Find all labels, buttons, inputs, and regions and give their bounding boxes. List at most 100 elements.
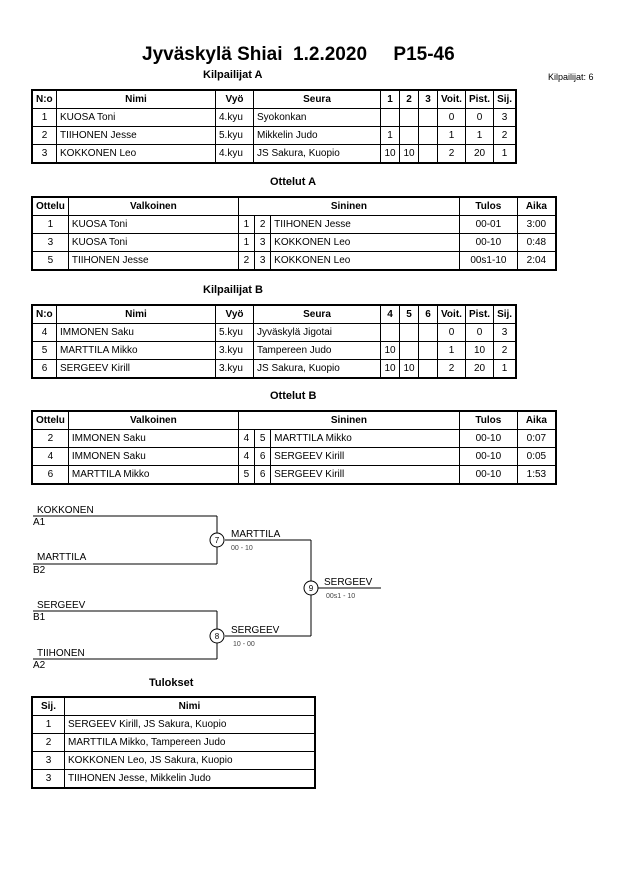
cell: 00s1-10 xyxy=(458,251,518,271)
match-9-score: 00s1 - 10 xyxy=(326,593,355,600)
table-header-row: N:o Nimi Vyö Seura 4 5 6 Voit. Pist. Sij… xyxy=(31,304,517,324)
cell: 10 xyxy=(399,144,419,164)
column-header: Aika xyxy=(516,196,557,216)
cell xyxy=(399,341,419,360)
cell: SERGEEV Kirill xyxy=(56,359,216,379)
column-header: Seura xyxy=(253,89,381,109)
column-header: Seura xyxy=(253,304,381,324)
table-row: 3 KUOSA Toni 1 3 KOKKONEN Leo 00-10 0:48 xyxy=(31,233,557,252)
cell: 20 xyxy=(464,359,495,379)
bracket-seed-3-name: SERGEEV xyxy=(37,600,86,611)
bracket-seed-3-tag: B1 xyxy=(33,612,46,623)
cell: KUOSA Toni xyxy=(67,215,239,234)
cell: 1:53 xyxy=(516,465,557,485)
cell: KUOSA Toni xyxy=(56,108,216,127)
cell: 3.kyu xyxy=(215,341,254,360)
table-row: 2 MARTTILA Mikko, Tampereen Judo xyxy=(31,733,316,752)
cell: MARTTILA Mikko, Tampereen Judo xyxy=(64,733,316,752)
cell: SERGEEV Kirill, JS Sakura, Kuopio xyxy=(64,715,316,734)
cell: Tampereen Judo xyxy=(253,341,381,360)
table-row: 3 KOKKONEN Leo 4.kyu JS Sakura, Kuopio 1… xyxy=(31,144,517,164)
cell: 6 xyxy=(254,465,272,485)
cell xyxy=(418,323,438,342)
bracket-diagram: KOKKONEN A1 MARTTILA B2 SERGEEV B1 TIIHO… xyxy=(33,505,381,671)
cell xyxy=(418,359,438,379)
cell: 3.kyu xyxy=(215,359,254,379)
match-9-winner: SERGEEV xyxy=(324,577,373,588)
cell: TIIHONEN Jesse xyxy=(56,126,216,145)
cell: 0 xyxy=(464,323,495,342)
matches-b-title: Ottelut B xyxy=(270,390,317,402)
cell: IMMONEN Saku xyxy=(56,323,216,342)
cell xyxy=(418,144,438,164)
column-header: 3 xyxy=(418,89,438,109)
cell: 3 xyxy=(493,108,517,127)
cell: 10 xyxy=(399,359,419,379)
cell: 4 xyxy=(31,323,57,342)
cell: KUOSA Toni xyxy=(67,233,239,252)
cell: 3 xyxy=(31,769,65,789)
cell: 3 xyxy=(31,751,65,770)
match-8-number: 8 xyxy=(215,632,220,641)
column-header: Tulos xyxy=(458,196,518,216)
cell: 2 xyxy=(237,251,256,271)
column-header: Nimi xyxy=(56,89,216,109)
cell: 00-10 xyxy=(458,429,518,448)
table-row: 3 KOKKONEN Leo, JS Sakura, Kuopio xyxy=(31,751,316,770)
column-header: 6 xyxy=(418,304,438,324)
table-header-row: Ottelu Valkoinen Sininen Tulos Aika xyxy=(31,196,557,216)
cell: 2 xyxy=(437,359,466,379)
cell: 3:00 xyxy=(516,215,557,234)
results-title: Tulokset xyxy=(149,677,194,689)
column-header: 1 xyxy=(380,89,400,109)
cell: 1 xyxy=(31,108,57,127)
cell: 3 xyxy=(254,233,272,252)
match-8-score: 10 - 00 xyxy=(233,641,255,648)
column-header: Sij. xyxy=(493,304,517,324)
cell: TIIHONEN Jesse xyxy=(67,251,239,271)
cell: SERGEEV Kirill xyxy=(270,447,460,466)
cell: 0 xyxy=(464,108,495,127)
results-table: Sij. Nimi 1 SERGEEV Kirill, JS Sakura, K… xyxy=(31,696,316,789)
cell: Mikkelin Judo xyxy=(253,126,381,145)
bracket-seed-4-name: TIIHONEN xyxy=(37,648,85,659)
cell: KOKKONEN Leo, JS Sakura, Kuopio xyxy=(64,751,316,770)
cell xyxy=(399,108,419,127)
column-header: Voit. xyxy=(437,304,466,324)
cell: 1 xyxy=(237,233,256,252)
cell: 2 xyxy=(493,126,517,145)
cell: 3 xyxy=(31,144,57,164)
table-row: 6 MARTTILA Mikko 5 6 SERGEEV Kirill 00-1… xyxy=(31,465,557,485)
cell: 2 xyxy=(254,215,272,234)
match-9-number: 9 xyxy=(309,584,314,593)
match-8-winner: SERGEEV xyxy=(231,625,280,636)
cell: TIIHONEN Jesse xyxy=(270,215,460,234)
match-7-score: 00 - 10 xyxy=(231,545,253,552)
cell: KOKKONEN Leo xyxy=(270,251,460,271)
cell: 1 xyxy=(493,144,517,164)
bracket-seed-1-tag: A1 xyxy=(33,517,46,528)
cell: JS Sakura, Kuopio xyxy=(253,359,381,379)
page-title: Jyväskylä Shiai 1.2.2020 P15-46 xyxy=(142,44,455,65)
column-header: N:o xyxy=(31,304,57,324)
table-row: 5 MARTTILA Mikko 3.kyu Tampereen Judo 10… xyxy=(31,341,517,360)
matches-a-table: Ottelu Valkoinen Sininen Tulos Aika 1 KU… xyxy=(31,196,557,271)
cell: 6 xyxy=(31,359,57,379)
column-header: Aika xyxy=(516,410,557,430)
table-header-row: N:o Nimi Vyö Seura 1 2 3 Voit. Pist. Sij… xyxy=(31,89,517,109)
cell: 0 xyxy=(437,108,466,127)
cell: 1 xyxy=(464,126,495,145)
cell: 2 xyxy=(31,733,65,752)
table-row: 5 TIIHONEN Jesse 2 3 KOKKONEN Leo 00s1-1… xyxy=(31,251,557,271)
column-header: Valkoinen xyxy=(67,410,239,430)
table-row: 6 SERGEEV Kirill 3.kyu JS Sakura, Kuopio… xyxy=(31,359,517,379)
cell: IMMONEN Saku xyxy=(67,429,239,448)
matches-a-title: Ottelut A xyxy=(270,176,317,188)
column-header: Sij. xyxy=(493,89,517,109)
cell: 00-10 xyxy=(458,465,518,485)
table-row: 1 SERGEEV Kirill, JS Sakura, Kuopio xyxy=(31,715,316,734)
cell: 3 xyxy=(254,251,272,271)
cell: 00-01 xyxy=(458,215,518,234)
cell: Syokonkan xyxy=(253,108,381,127)
cell: 5 xyxy=(254,429,272,448)
